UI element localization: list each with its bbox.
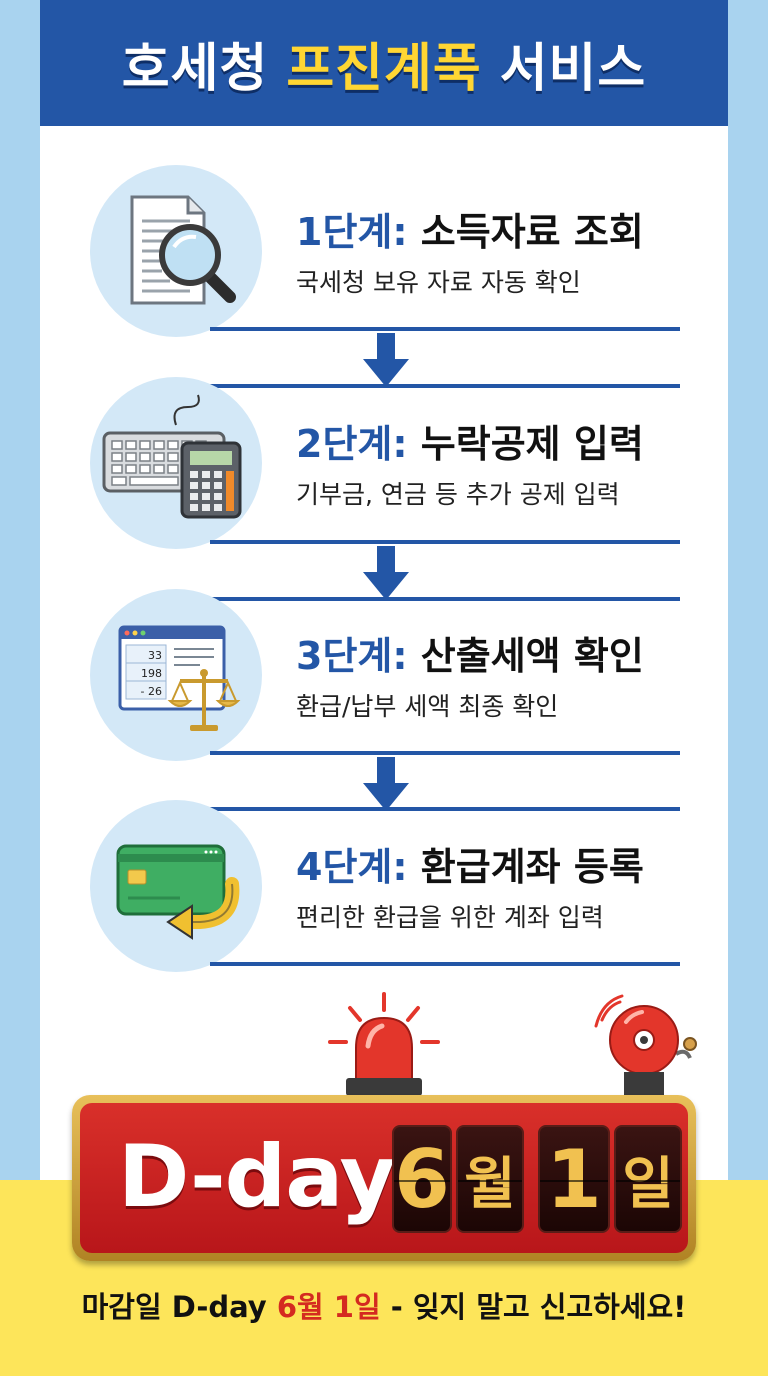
step-4-desc: 편리한 환급을 위한 계좌 입력 — [296, 903, 604, 932]
tile-split-line — [394, 1180, 450, 1182]
siren-icon — [328, 992, 440, 1096]
month-number: 6 — [394, 1132, 450, 1226]
step-1-title: 1단계: 소득자료 조회 — [296, 201, 644, 256]
reminder-suffix: - 잊지 말고 신고하세요! — [380, 1290, 687, 1324]
reminder-prefix: 마감일 D-day — [81, 1290, 277, 1324]
alarm-bell-icon — [594, 994, 697, 1096]
step-1-circle — [90, 165, 262, 337]
step-2-title: 2단계: 누락공제 입력 — [296, 413, 644, 468]
month-number-tile: 6 — [392, 1125, 452, 1233]
step-2-number: 2단계: — [296, 422, 408, 466]
window-value-3: - 26 — [141, 685, 162, 698]
dday-board: D-day 6 월 1 일 — [72, 1095, 696, 1261]
step-1-number: 1단계: — [296, 210, 408, 254]
step-2: 2단계: 누락공제 입력 기부금, 연금 등 추가 공제 입력 — [0, 377, 768, 557]
reminder-date: 6월 1일 — [276, 1290, 381, 1324]
tile-split-line — [540, 1180, 608, 1182]
step-2-circle — [90, 377, 262, 549]
step-divider-2 — [210, 540, 680, 544]
step-divider-1b — [210, 384, 680, 388]
day-unit-tile: 일 — [614, 1125, 682, 1233]
month-unit-tile: 월 — [456, 1125, 524, 1233]
step-3-number: 3단계: — [296, 634, 408, 678]
step-2-label: 누락공제 입력 — [420, 422, 644, 466]
step-4-number: 4단계: — [296, 845, 408, 889]
window-value-1: 33 — [148, 649, 162, 662]
tax-window-scale-icon: 33 198 - 26 — [118, 625, 241, 731]
step-4-title: 4단계: 환급계좌 등록 — [296, 836, 644, 891]
step-3-label: 산출세액 확인 — [420, 634, 644, 678]
down-arrow-icon — [363, 333, 409, 387]
document-magnifier-icon — [130, 195, 236, 305]
title-part1: 호세청 — [121, 38, 269, 99]
step-3-title: 3단계: 산출세액 확인 — [296, 625, 644, 680]
dday-label: D-day — [118, 1127, 396, 1227]
down-arrow-icon — [363, 546, 409, 600]
right-sky-stripe — [728, 0, 768, 1180]
step-divider-1 — [210, 327, 680, 331]
day-number-tile: 1 — [538, 1125, 610, 1233]
card-arrow-icon — [116, 844, 240, 940]
page-header: 호세청 프진계푹 서비스 — [40, 0, 728, 126]
month-unit: 월 — [464, 1151, 516, 1217]
step-2-desc: 기부금, 연금 등 추가 공제 입력 — [296, 480, 620, 509]
step-4-circle — [90, 800, 262, 972]
step-3-circle: 33 198 - 26 — [90, 589, 262, 761]
deadline-reminder: 마감일 D-day 6월 1일 - 잊지 말고 신고하세요! — [0, 1284, 768, 1326]
step-4: 4단계: 환급계좌 등록 편리한 환급을 위한 계좌 입력 — [0, 800, 768, 980]
day-unit: 일 — [622, 1151, 674, 1217]
step-1-desc: 국세청 보유 자료 자동 확인 — [296, 268, 581, 297]
dday-board-inner: D-day 6 월 1 일 — [80, 1103, 688, 1253]
step-1-label: 소득자료 조회 — [420, 210, 644, 254]
day-number: 1 — [546, 1132, 602, 1226]
step-divider-2b — [210, 597, 680, 601]
left-sky-stripe — [0, 0, 40, 1180]
step-3-desc: 환급/납부 세액 최종 확인 — [296, 692, 559, 721]
step-divider-3b — [210, 807, 680, 811]
title-highlight: 프진계푹 — [286, 38, 482, 99]
keyboard-calculator-icon — [102, 394, 242, 519]
step-1: 1단계: 소득자료 조회 국세청 보유 자료 자동 확인 — [0, 165, 768, 345]
down-arrow-icon — [363, 757, 409, 811]
tile-split-line — [458, 1180, 522, 1182]
tile-split-line — [616, 1180, 680, 1182]
step-divider-3 — [210, 751, 680, 755]
window-value-2: 198 — [141, 667, 162, 680]
title-part2: 서비스 — [499, 38, 647, 99]
step-divider-4 — [210, 962, 680, 966]
step-4-label: 환급계좌 등록 — [420, 845, 644, 889]
step-3: 33 198 - 26 3단계: 산출세액 확인 환급/납부 세액 최종 확인 — [0, 589, 768, 769]
